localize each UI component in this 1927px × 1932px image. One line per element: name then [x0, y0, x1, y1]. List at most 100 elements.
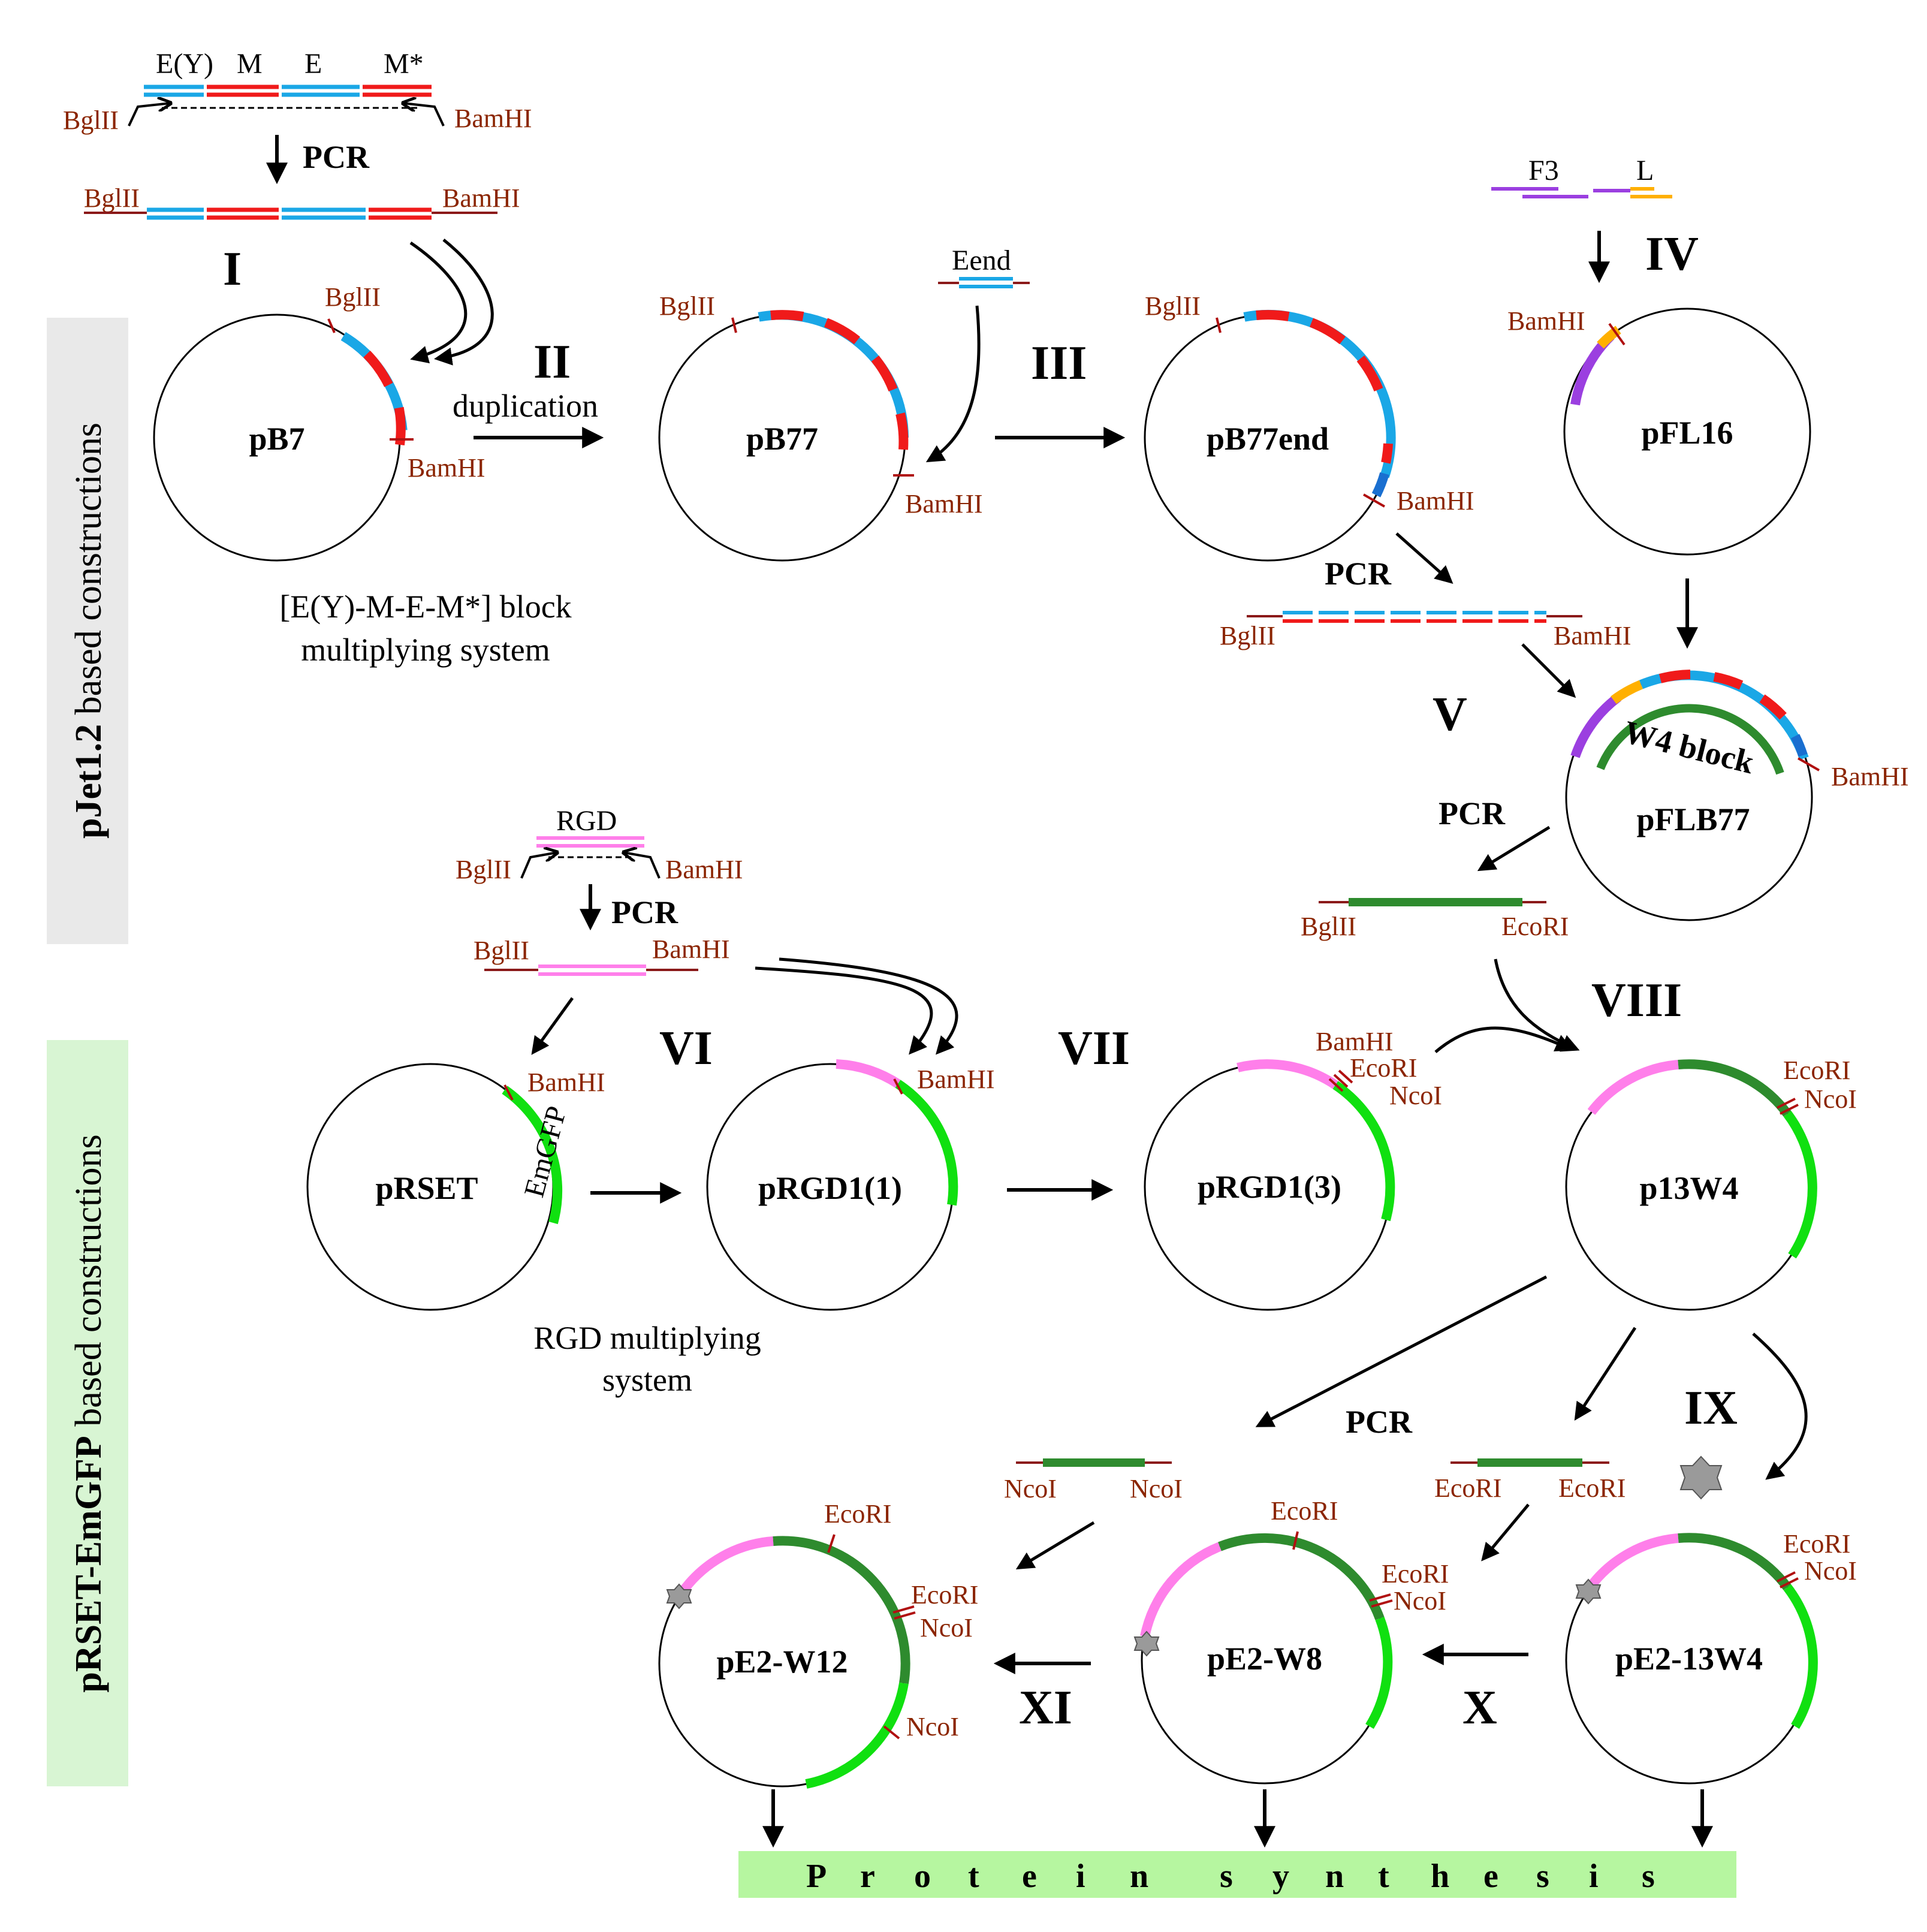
- site-bamhi: BamHI: [1507, 306, 1585, 336]
- star-icon: [1679, 1455, 1723, 1500]
- site-bamhi: BamHI: [527, 1068, 605, 1097]
- insert-emgfp: [1783, 1584, 1818, 1729]
- site-ncoi: NcoI: [1804, 1556, 1857, 1586]
- insert-l: [1597, 325, 1621, 349]
- plasmid-pRGD1-1: BamHI pRGD1(1): [706, 1059, 995, 1311]
- insert-m: [824, 318, 860, 345]
- plasmid-pFL16: BamHI pFL16: [1507, 306, 1811, 556]
- arrow-ecori-to-pe2w8: [1481, 1503, 1530, 1562]
- eend-label: Eend: [952, 245, 1011, 276]
- step-ii: II: [533, 336, 571, 388]
- insert-emgfp: [1332, 1081, 1395, 1222]
- site-bglii: BglII: [63, 106, 119, 135]
- primer-right: [623, 852, 661, 879]
- insert-emgfp: [805, 1682, 909, 1789]
- protein-synthesis-letter: t: [968, 1858, 979, 1895]
- insert-eend: [1371, 472, 1389, 498]
- caption-rgd-2: system: [602, 1362, 692, 1398]
- insert-m: [1309, 318, 1346, 345]
- plasmid-pRGD1-3: BamHI EcoRI NcoI pRGD1(3): [1144, 1027, 1442, 1311]
- pcr-label-rgd: PCR: [611, 894, 678, 930]
- protein-synthesis-letter: s: [1642, 1858, 1655, 1895]
- insert-f3: [1570, 693, 1621, 758]
- site-tick: [1777, 1098, 1796, 1109]
- l-label: L: [1636, 155, 1654, 186]
- emgfp-label: EmGFP: [518, 1103, 572, 1201]
- rgd-label: RGD: [556, 805, 617, 837]
- pjet-panel-bg: [47, 318, 128, 944]
- site-bamhi: BamHI: [652, 935, 730, 964]
- protein-synthesis-letter: y: [1272, 1858, 1289, 1895]
- plasmid-name: pRGD1(3): [1198, 1169, 1341, 1205]
- pcr-product-1: BglII BamHI: [84, 183, 520, 220]
- plasmid-pE2-W8: EcoRI EcoRI NcoI pE2-W8: [1133, 1496, 1449, 1785]
- arrow-ix: [1752, 1333, 1808, 1480]
- prset-panel-bg: [47, 1040, 128, 1786]
- site-ecori: EcoRI: [1501, 912, 1569, 941]
- insert-m: [363, 351, 393, 387]
- arrow-p13w4-to-ncoi: [1255, 1275, 1548, 1427]
- site-ncoi: NcoI: [920, 1613, 973, 1642]
- plasmid-pRSET: BamHI EmGFP pRSET: [306, 1063, 605, 1311]
- plasmid-pE2-W12: EcoRI EcoRI NcoI NcoI pE2-W12: [658, 1499, 978, 1789]
- site-bamhi: BamHI: [1316, 1027, 1394, 1056]
- arrow-rgd-ligate-b: [779, 957, 958, 1055]
- star-icon: [1133, 1630, 1160, 1657]
- insert-emgfp: [1783, 1111, 1817, 1259]
- rgd-fragment: RGD BglII BamHI: [456, 805, 743, 884]
- prset-panel: pRSET-EmGFP based constructions: [47, 1040, 128, 1786]
- site-bglii: BglII: [659, 291, 715, 321]
- site-ecori: EcoRI: [1434, 1473, 1501, 1503]
- plasmid-name: p13W4: [1639, 1170, 1738, 1206]
- step-ix: IX: [1684, 1382, 1738, 1434]
- star-icon: [1575, 1578, 1602, 1605]
- site-bglii: BglII: [1220, 621, 1275, 650]
- site-bglii: BglII: [1301, 912, 1356, 941]
- plasmid-pB7: BglII BamHI pB7: [153, 282, 485, 562]
- site-ecori: EcoRI: [1783, 1529, 1850, 1559]
- w4-fragment: BglII EcoRI: [1301, 898, 1569, 941]
- insert-m: [1381, 443, 1393, 464]
- plasmid-pFLB77: W4 block BamHI pFLB77: [1565, 670, 1909, 921]
- step-vi: VI: [659, 1022, 713, 1075]
- site-tick: [1608, 322, 1626, 346]
- site-bglii: BglII: [1145, 291, 1201, 321]
- site-bamhi: BamHI: [408, 453, 485, 483]
- site-tick: [1777, 1571, 1796, 1583]
- plasmid-name: pE2-13W4: [1615, 1641, 1763, 1677]
- plasmid-name: pB77: [746, 421, 818, 457]
- pcr-label-3: PCR: [1439, 795, 1506, 831]
- step-viii: VIII: [1591, 974, 1682, 1027]
- site-bamhi: BamHI: [1831, 762, 1909, 791]
- step-iv: IV: [1645, 228, 1699, 281]
- plasmid-name: pRGD1(1): [758, 1170, 902, 1206]
- star-icon: [666, 1583, 692, 1610]
- insert-m: [1658, 670, 1691, 683]
- primer-left: [520, 852, 557, 879]
- insert-w8: [1218, 1533, 1385, 1620]
- site-tick: [827, 1534, 836, 1553]
- insert-emgfp: [502, 1086, 563, 1225]
- protein-synthesis-letter: i: [1589, 1858, 1599, 1895]
- site-ncoi: NcoI: [1389, 1081, 1442, 1110]
- step-v: V: [1433, 688, 1467, 741]
- step-x: X: [1462, 1681, 1497, 1734]
- insert-w4: [1678, 1059, 1792, 1117]
- arrow-ncoi-to-pe2w12: [1015, 1521, 1095, 1570]
- site-tick: [503, 1084, 514, 1101]
- start-fragment: E(Y) M E M* BglII BamHI: [63, 48, 532, 135]
- plasmid-name: pE2-W12: [716, 1644, 848, 1680]
- site-ncoi: NcoI: [1394, 1586, 1446, 1615]
- ncoi-fragment: NcoI NcoI: [1004, 1458, 1183, 1503]
- f3-l-fragment: F3 L: [1491, 155, 1672, 198]
- arrow-pcr3: [1477, 825, 1551, 872]
- site-tick: [1780, 1577, 1799, 1589]
- site-tick: [1328, 1078, 1344, 1092]
- protein-synthesis-letter: i: [1076, 1858, 1085, 1895]
- arrow-to-pflb77: [1521, 643, 1576, 698]
- site-tick: [1333, 1074, 1349, 1088]
- arrow-p13w4-to-ecori: [1574, 1327, 1637, 1421]
- site-tick: [731, 317, 737, 333]
